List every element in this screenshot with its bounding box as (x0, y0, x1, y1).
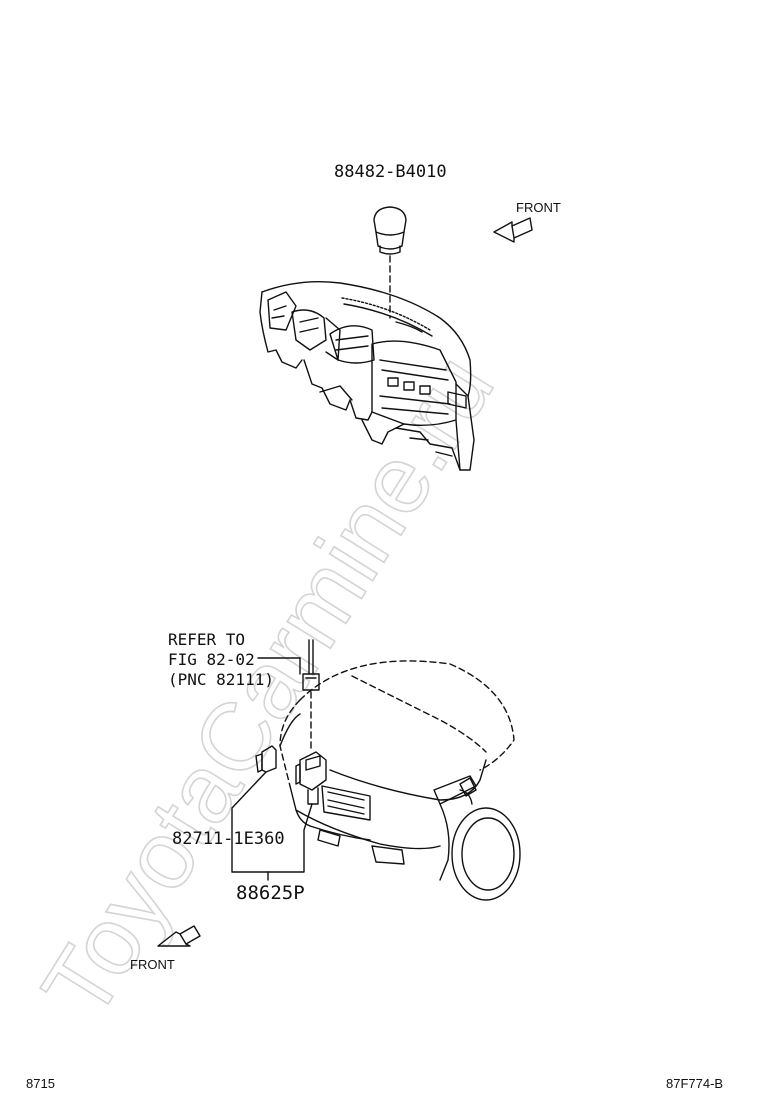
part-label-88625p: 88625P (236, 882, 305, 904)
sensor-body (295, 751, 327, 805)
grommet-plug (373, 206, 407, 255)
refer-line3: (PNC 82111) (168, 670, 274, 689)
front-label-top: FRONT (516, 200, 561, 215)
wire-harness-connector (302, 639, 320, 691)
part-label-82711: 82711-1E360 (172, 829, 285, 849)
leader-clip (231, 771, 267, 873)
refer-line2: FIG 82-02 (168, 650, 255, 669)
front-arrow-top-icon (493, 217, 533, 243)
clip-part (255, 745, 277, 773)
vehicle-front (279, 660, 521, 901)
front-label-bottom: FRONT (130, 957, 175, 972)
refer-line1: REFER TO (168, 630, 246, 649)
part-label-88482: 88482-B4010 (334, 162, 447, 182)
footer-right-code: 87F774-B (666, 1076, 724, 1091)
front-arrow-bottom-icon (157, 925, 201, 947)
instrument-panel (259, 281, 475, 471)
footer-left-code: 8715 (26, 1076, 55, 1091)
